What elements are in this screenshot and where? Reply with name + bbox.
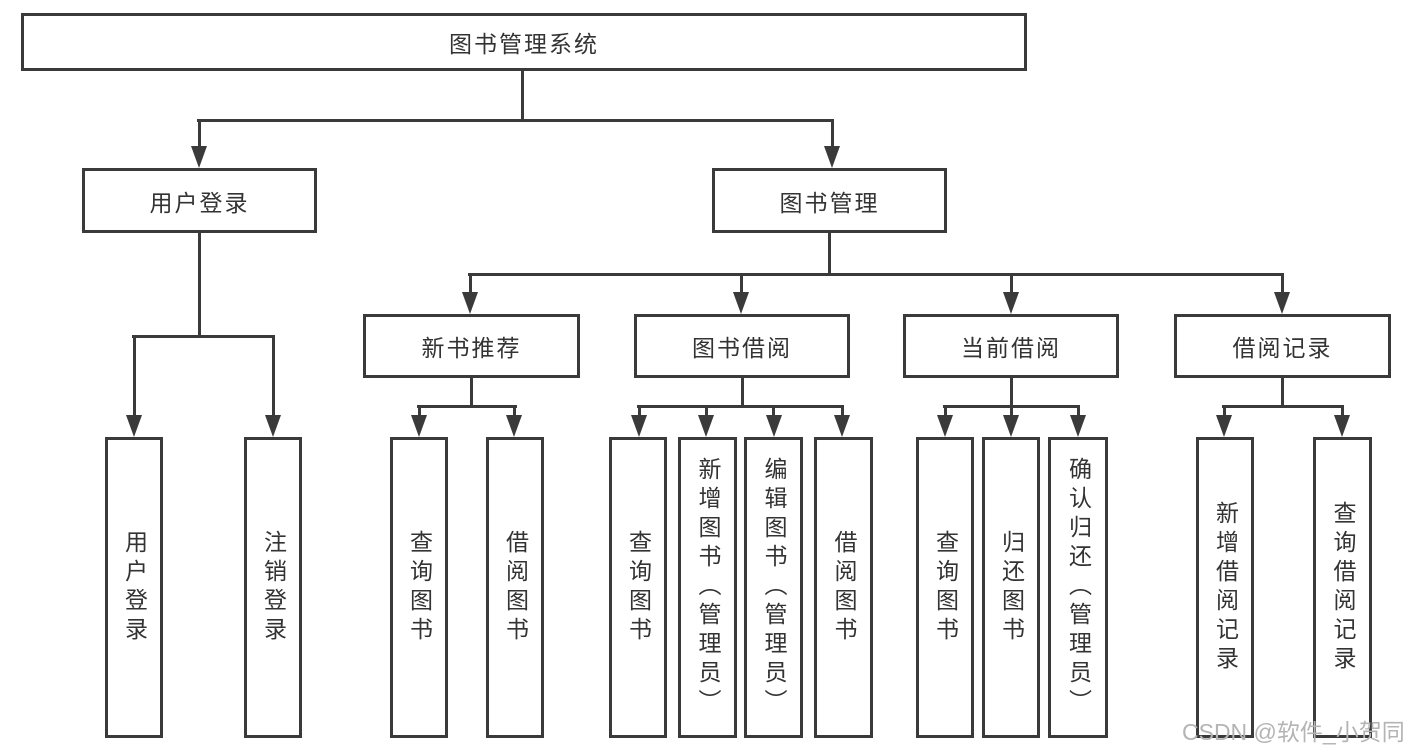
leaf-borrow-add-admin: 新增图书（管理员） [678,437,737,738]
node-root-label: 图书管理系统 [449,31,599,57]
connector-book-mgmt-shaft [831,119,834,150]
leaf-borrow-borrow: 借阅图书 [814,437,873,738]
leaf-borrow-add-admin-label: 新增图书（管理员） [695,457,721,718]
arrowhead-new-books-icon [462,292,478,314]
leaf-newbooks-borrow: 借阅图书 [486,437,544,738]
arrowhead-leaf-b1-icon [411,415,427,437]
connector-leaf-c4-shaft [841,405,844,417]
leaf-borrow-borrow-label: 借阅图书 [831,529,857,646]
arrowhead-leaf-b2-icon [506,415,522,437]
connector-current-borrow-shaft [1010,273,1013,294]
connector-leaf-d3-shaft [1077,405,1080,417]
arrowhead-book-borrow-icon [733,292,749,314]
node-root: 图书管理系统 [21,13,1027,71]
connector-book-borrow-stem [741,378,744,405]
node-user-login: 用户登录 [82,168,317,233]
node-book-mgmt: 图书管理 [712,168,947,233]
connector-borrow-records-hline [1222,405,1344,408]
leaf-current-confirm-admin: 确认归还（管理员） [1048,437,1108,738]
connector-current-borrow-stem [1010,378,1013,405]
node-book-mgmt-label: 图书管理 [779,189,880,216]
node-borrow-records: 借阅记录 [1174,314,1391,378]
connector-book-mgmt-hline [468,273,1284,276]
arrowhead-leaf-c1-icon [631,415,647,437]
connector-leaf-b2-shaft [513,405,516,417]
connector-leaf-e1-shaft [1223,405,1226,417]
arrowhead-leaf-d3-icon [1070,415,1086,437]
connector-leaf-d1-shaft [944,405,947,417]
connector-user-login-hline [132,335,275,338]
arrowhead-leaf-c3-icon [766,415,782,437]
leaf-current-return-label: 归还图书 [998,529,1025,646]
arrowhead-leaf-d1-icon [937,415,953,437]
leaf-records-add-label: 新增借阅记录 [1212,500,1239,675]
leaf-user-login-label: 用户登录 [121,529,148,646]
node-new-books-label: 新书推荐 [421,335,522,361]
connector-book-borrow-hline [637,405,844,408]
leaf-borrow-query: 查询图书 [609,437,667,738]
arrowhead-borrow-records-icon [1274,292,1290,314]
arrowhead-user-login-icon [191,146,207,168]
connector-leaf-a1-shaft [133,335,136,415]
node-new-books: 新书推荐 [363,314,580,378]
connector-leaf-b1-shaft [418,405,421,417]
connector-new-books-stem [470,378,473,405]
node-borrow-records-label: 借阅记录 [1232,335,1333,361]
node-book-borrow: 图书借阅 [634,314,850,378]
connector-new-books-shaft [469,273,472,294]
arrowhead-leaf-c2-icon [698,415,714,437]
connector-leaf-d2-shaft [1010,405,1013,417]
watermark: CSDN @软件_小贺同学 [1182,719,1405,745]
connector-leaf-a2-shaft [272,335,275,415]
leaf-current-return: 归还图书 [982,437,1040,738]
connector-borrow-records-shaft [1281,273,1284,294]
arrowhead-book-mgmt-icon [824,146,840,168]
leaf-borrow-query-label: 查询图书 [625,529,652,646]
connector-book-borrow-shaft [740,273,743,294]
connector-root-hline [197,119,834,122]
leaf-current-query: 查询图书 [916,437,974,738]
arrowhead-leaf-d2-icon [1003,415,1019,437]
connector-user-login-stem [198,233,201,335]
node-user-login-label: 用户登录 [149,189,250,216]
connector-leaf-e2-shaft [1341,405,1344,417]
connector-leaf-c2-shaft [705,405,708,417]
arrowhead-leaf-a1-icon [126,415,142,437]
leaf-records-query: 查询借阅记录 [1313,437,1372,738]
arrowhead-leaf-a2-icon [265,415,281,437]
leaf-user-login: 用户登录 [105,437,163,738]
leaf-records-query-label: 查询借阅记录 [1330,500,1356,675]
arrowhead-leaf-e1-icon [1216,415,1232,437]
arrowhead-leaf-e2-icon [1334,415,1350,437]
connector-user-login-shaft [198,119,201,150]
node-book-borrow-label: 图书借阅 [692,335,792,361]
connector-leaf-c3-shaft [772,405,775,417]
arrowhead-current-borrow-icon [1003,292,1019,314]
connector-leaf-c1-shaft [638,405,641,417]
leaf-logout: 注销登录 [244,437,302,738]
connector-book-mgmt-stem [828,233,831,273]
arrowhead-leaf-c4-icon [834,415,850,437]
connector-new-books-hline [417,405,517,408]
leaf-current-query-label: 查询图书 [932,529,959,646]
leaf-newbooks-query-label: 查询图书 [406,529,433,646]
leaf-records-add: 新增借阅记录 [1196,437,1254,738]
connector-borrow-records-stem [1281,378,1284,405]
leaf-newbooks-borrow-label: 借阅图书 [502,529,529,646]
leaf-newbooks-query: 查询图书 [390,437,448,738]
connector-root-stem [521,71,524,119]
node-current-borrow-label: 当前借阅 [961,335,1061,361]
node-current-borrow: 当前借阅 [903,314,1119,378]
leaf-borrow-edit-admin: 编辑图书（管理员） [744,437,803,738]
leaf-current-confirm-admin-label: 确认归还（管理员） [1065,457,1092,718]
leaf-logout-label: 注销登录 [260,529,287,646]
leaf-borrow-edit-admin-label: 编辑图书（管理员） [761,457,787,718]
